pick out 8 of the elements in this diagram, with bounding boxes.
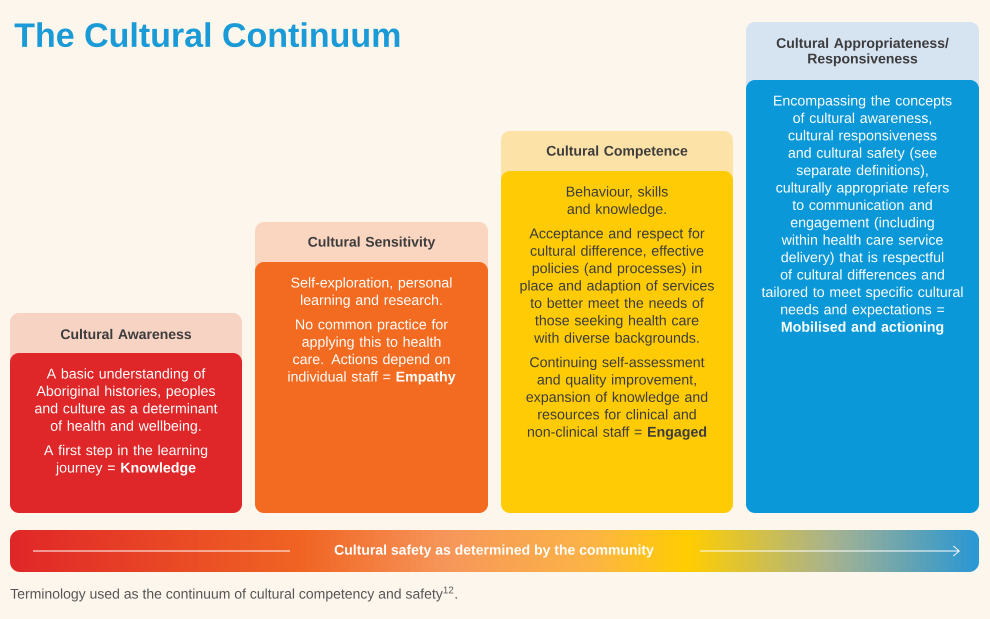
stage-card: Cultural Competence Behaviour, skills and knowledge. Acceptance and respect for cultural difference, effective policies (and processes) in place and adaption of services to better meet the needs of those seeking health care with diverse backgrounds. Continuing self-assessment and quality improvement, expansion of knowledge and resources for clinical and non-clinical staff = Engaged — [501, 131, 733, 513]
stage-card: Cultural Appropriateness/ Responsiveness Encompassing the concepts of cultural awareness, cultural responsiveness and cultural safety (see separate definitions), culturally appropriate refers to communication and engagement (including within health care service delivery) that is respectful of cultural differences and tailored to meet specific cultural needs and expectations = Mobilised and actioning — [746, 22, 979, 513]
caption: Terminology used as the continuum of cultural competency and safety$^{12}$. — [10, 586, 457, 602]
stage-card: Cultural Sensitivity Self-exploration, personal learning and research. No common practice for applying this to health care. Actions depend on individual staff = Empathy — [255, 222, 488, 513]
stage-card: Cultural Awareness A basic understanding of Aboriginal histories, peoples and culture as a determinant of health and wellbeing. A first step in the learning journey = Knowledge — [10, 313, 242, 513]
gradient-band: Cultural safety as determined by the community — [10, 530, 979, 572]
node-label: Cultural safety as determined by the community — [334, 544, 654, 558]
title: The Cultural Continuum — [14, 22, 400, 48]
